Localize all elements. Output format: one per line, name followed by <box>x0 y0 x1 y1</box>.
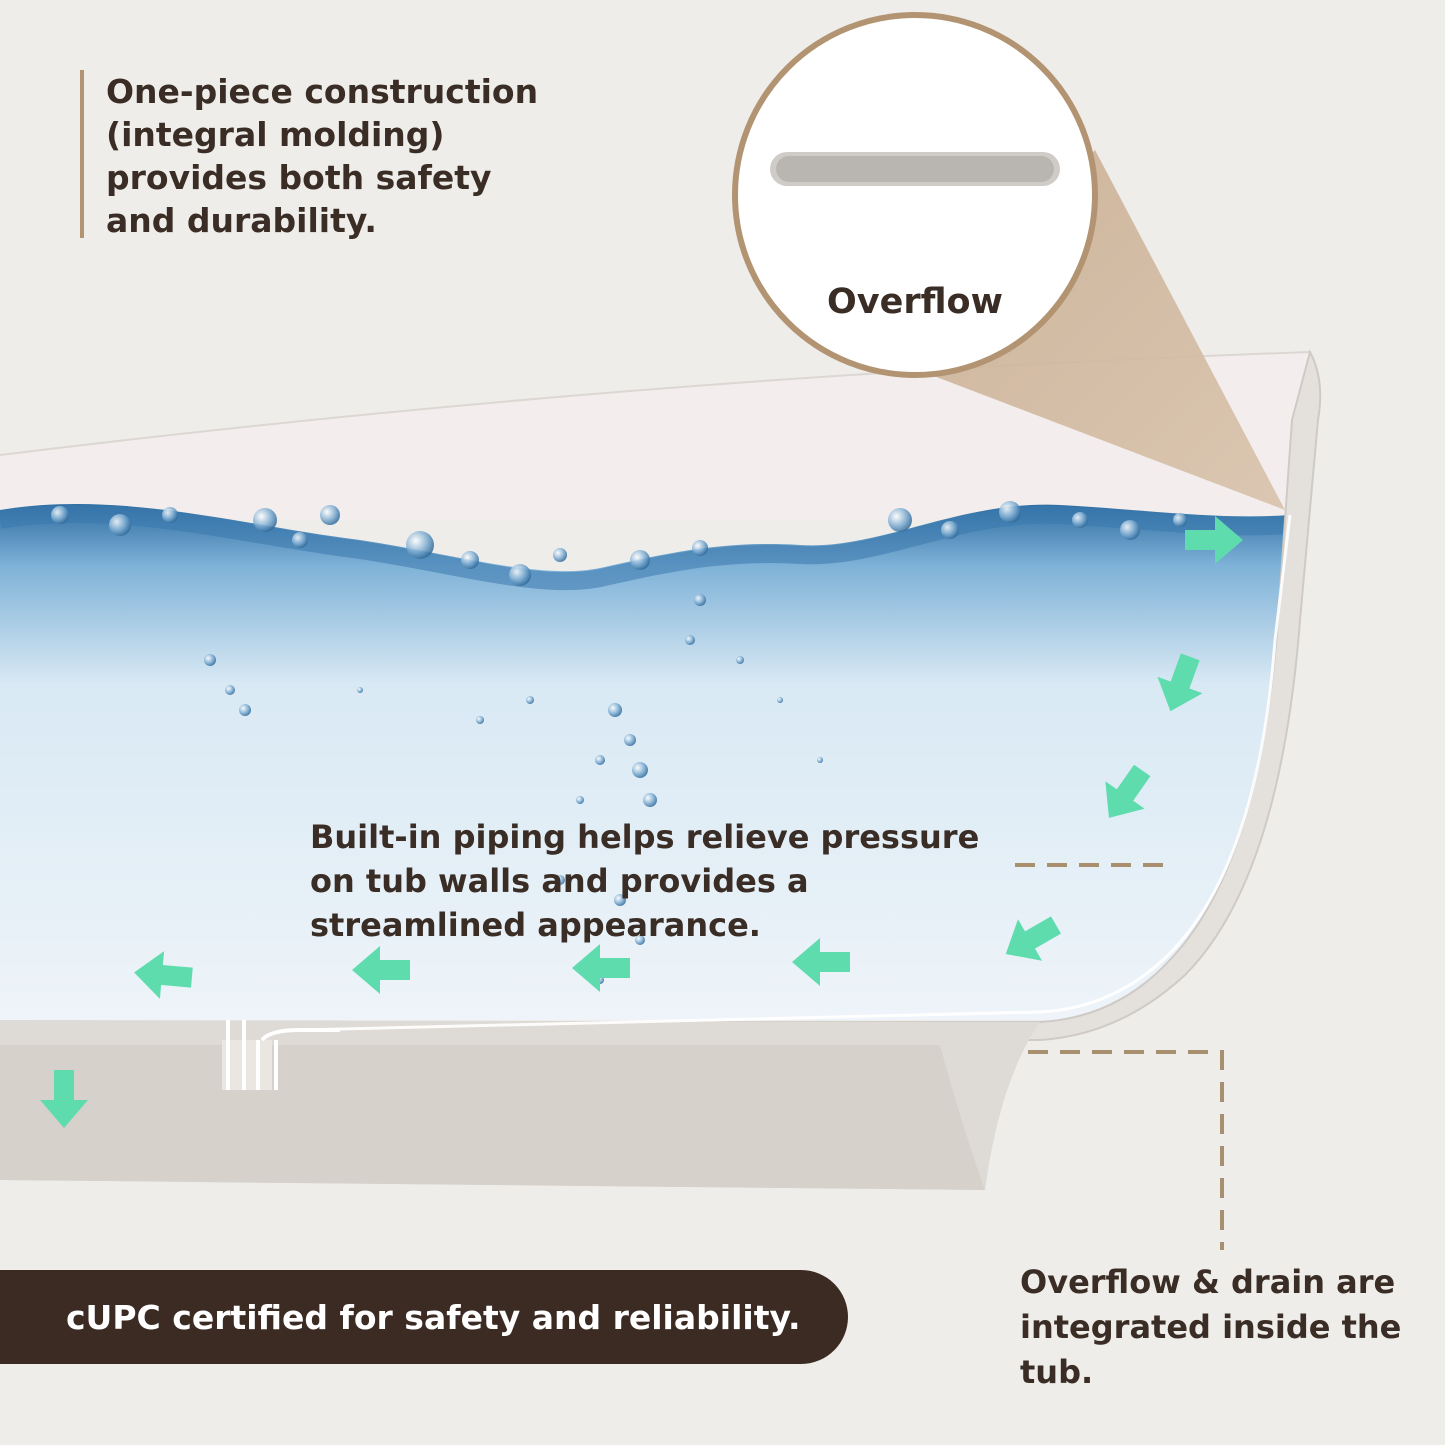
arrow-down-3-icon <box>1005 916 1061 961</box>
drain-pipe-vertical <box>222 1040 272 1090</box>
overflow-label: Overflow <box>827 282 1003 322</box>
drain-description: Overflow & drain are integrated inside t… <box>1020 1263 1402 1391</box>
arrow-down-1-icon <box>1157 653 1203 712</box>
water-body <box>0 503 1290 1021</box>
drain-leader-line <box>1028 1050 1224 1250</box>
overflow-detail-circle <box>732 12 1098 378</box>
arrow-left-1-icon <box>792 938 850 986</box>
arrow-left-3-icon <box>352 946 410 994</box>
internal-piping-line <box>299 514 1292 1032</box>
arrow-drain-down-icon <box>40 1070 88 1128</box>
drain-pipe-lines <box>226 1020 340 1090</box>
intro-callout: One-piece construction (integral molding… <box>80 70 560 240</box>
callout-beam <box>905 150 1285 510</box>
arrow-overflow-entry-icon <box>1185 516 1243 564</box>
intro-text: One-piece construction (integral molding… <box>106 72 539 240</box>
piping-description: Built-in piping helps relieve pressure o… <box>310 818 980 944</box>
arrow-left-4-icon <box>134 951 193 999</box>
base-notch-left <box>140 1045 222 1093</box>
arrow-left-2-icon <box>572 944 630 992</box>
certification-text: cUPC certified for safety and reliabilit… <box>66 1297 801 1337</box>
base-notch-right <box>290 1045 345 1093</box>
certification-banner: cUPC certified for safety and reliabilit… <box>0 1270 848 1364</box>
water-bubbles <box>51 501 1187 984</box>
arrow-down-2-icon <box>1105 764 1151 818</box>
flow-arrows <box>40 516 1243 1128</box>
